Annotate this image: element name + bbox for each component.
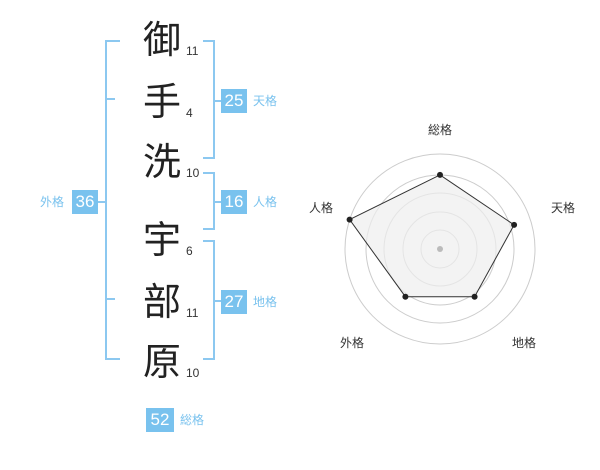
stroke-count-2: 4: [186, 106, 193, 120]
radar-ring-1: [344, 153, 536, 345]
name-char-3: 洗: [142, 140, 181, 184]
name-char-6: 原: [142, 340, 181, 384]
tenkaku-label: 天格: [253, 94, 278, 108]
radar-label-gaikaku: 外格: [340, 336, 365, 350]
stroke-count-5: 11: [186, 306, 199, 320]
stroke-count-6: 10: [186, 366, 200, 380]
chikaku-score: 27: [221, 290, 247, 314]
soukaku-score: 52: [146, 408, 174, 432]
stroke-count-3: 10: [186, 166, 200, 180]
jinkaku-label: 人格: [253, 195, 278, 209]
radar-label-jinkaku: 人格: [309, 201, 334, 215]
radar-center-dot: [437, 246, 443, 252]
stroke-count-1: 11: [186, 44, 199, 58]
radar-label-soukaku: 総格: [428, 123, 453, 137]
radar-point-tenkaku: [511, 221, 518, 228]
radar-label-tenkaku: 天格: [551, 201, 576, 215]
gaikaku-label: 外格: [40, 195, 65, 209]
radar-point-chikaku: [471, 293, 478, 300]
radar-points: [346, 171, 518, 300]
radar-point-gaikaku: [402, 293, 409, 300]
name-char-2: 手: [142, 80, 181, 124]
name-char-4: 宇: [142, 218, 181, 262]
radar-point-jinkaku: [346, 216, 353, 223]
tenkaku-score: 25: [221, 89, 247, 113]
stroke-count-4: 6: [186, 244, 193, 258]
chikaku-label: 地格: [253, 295, 278, 309]
radar-point-soukaku: [437, 171, 443, 178]
radar-polygon: [348, 174, 515, 298]
name-char-5: 部: [142, 280, 181, 324]
gaikaku-score: 36: [72, 190, 98, 214]
name-char-1: 御: [142, 18, 181, 62]
jinkaku-score: 16: [221, 190, 247, 214]
radar-label-chikaku: 地格: [512, 336, 537, 350]
soukaku-label: 総格: [180, 413, 205, 427]
